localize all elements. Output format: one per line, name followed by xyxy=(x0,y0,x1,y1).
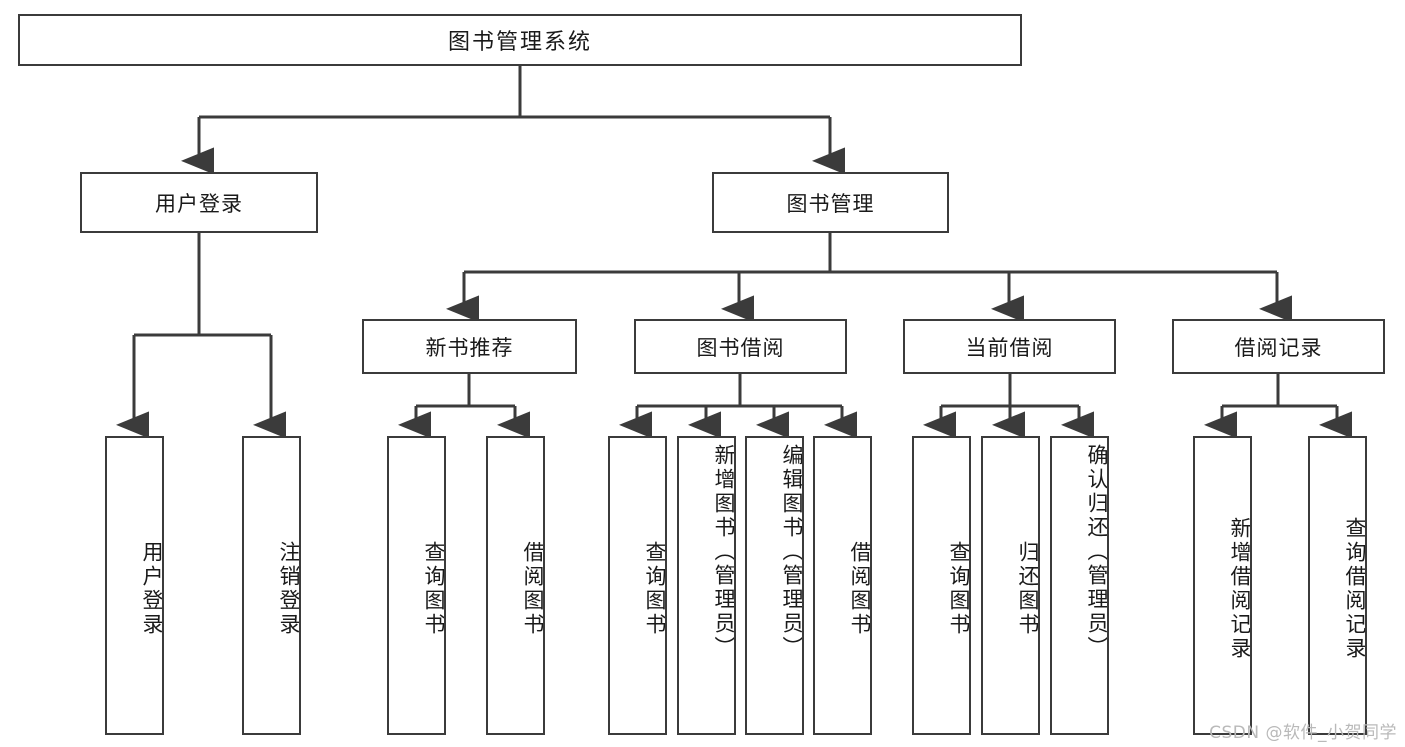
leaf-add-record-label: 新增借阅记录 xyxy=(1228,516,1252,661)
leaf-borrow-book-2-label: 借阅图书 xyxy=(848,540,872,637)
leaf-query-book-3-label: 查询图书 xyxy=(947,540,971,637)
node-book-manage[interactable]: 图书管理 xyxy=(712,172,949,233)
leaf-query-book-1[interactable]: 查询图书 xyxy=(387,436,446,735)
node-new-book-rec-label: 新书推荐 xyxy=(425,335,514,360)
leaf-return-book-label: 归还图书 xyxy=(1016,540,1040,637)
leaf-query-record-label: 查询借阅记录 xyxy=(1343,516,1367,661)
leaf-query-book-3[interactable]: 查询图书 xyxy=(912,436,971,735)
leaf-query-book-2[interactable]: 查询图书 xyxy=(608,436,667,735)
leaf-add-book[interactable]: 新增图书（管理员） xyxy=(677,436,736,735)
leaf-logout[interactable]: 注销登录 xyxy=(242,436,301,735)
node-current-borrow-label: 当前借阅 xyxy=(965,335,1054,360)
leaf-query-record[interactable]: 查询借阅记录 xyxy=(1308,436,1367,735)
leaf-confirm-return[interactable]: 确认归还（管理员） xyxy=(1050,436,1109,735)
leaf-confirm-return-label: 确认归还（管理员） xyxy=(1085,444,1109,660)
node-book-manage-label: 图书管理 xyxy=(786,191,875,216)
leaf-user-login-label: 用户登录 xyxy=(140,540,164,637)
node-book-borrow-label: 图书借阅 xyxy=(696,335,785,360)
node-root-label: 图书管理系统 xyxy=(447,30,592,55)
node-user-login-label: 用户登录 xyxy=(155,191,243,216)
leaf-borrow-book-1-label: 借阅图书 xyxy=(521,540,545,637)
node-book-borrow[interactable]: 图书借阅 xyxy=(634,319,847,374)
leaf-edit-book[interactable]: 编辑图书（管理员） xyxy=(745,436,804,735)
watermark: CSDN @软件_小贺同学 xyxy=(1209,723,1397,743)
leaf-user-login[interactable]: 用户登录 xyxy=(105,436,164,735)
leaf-add-book-label: 新增图书（管理员） xyxy=(712,444,736,660)
node-borrow-record[interactable]: 借阅记录 xyxy=(1172,319,1385,374)
leaf-logout-label: 注销登录 xyxy=(277,540,301,637)
leaf-borrow-book-2[interactable]: 借阅图书 xyxy=(813,436,872,735)
node-root[interactable]: 图书管理系统 xyxy=(18,14,1022,66)
leaf-return-book[interactable]: 归还图书 xyxy=(981,436,1040,735)
node-new-book-rec[interactable]: 新书推荐 xyxy=(362,319,577,374)
leaf-borrow-book-1[interactable]: 借阅图书 xyxy=(486,436,545,735)
node-user-login[interactable]: 用户登录 xyxy=(80,172,318,233)
leaf-query-book-1-label: 查询图书 xyxy=(422,540,446,637)
leaf-add-record[interactable]: 新增借阅记录 xyxy=(1193,436,1252,735)
node-current-borrow[interactable]: 当前借阅 xyxy=(903,319,1116,374)
node-borrow-record-label: 借阅记录 xyxy=(1234,335,1323,360)
leaf-query-book-2-label: 查询图书 xyxy=(643,540,667,637)
leaf-edit-book-label: 编辑图书（管理员） xyxy=(780,444,804,660)
